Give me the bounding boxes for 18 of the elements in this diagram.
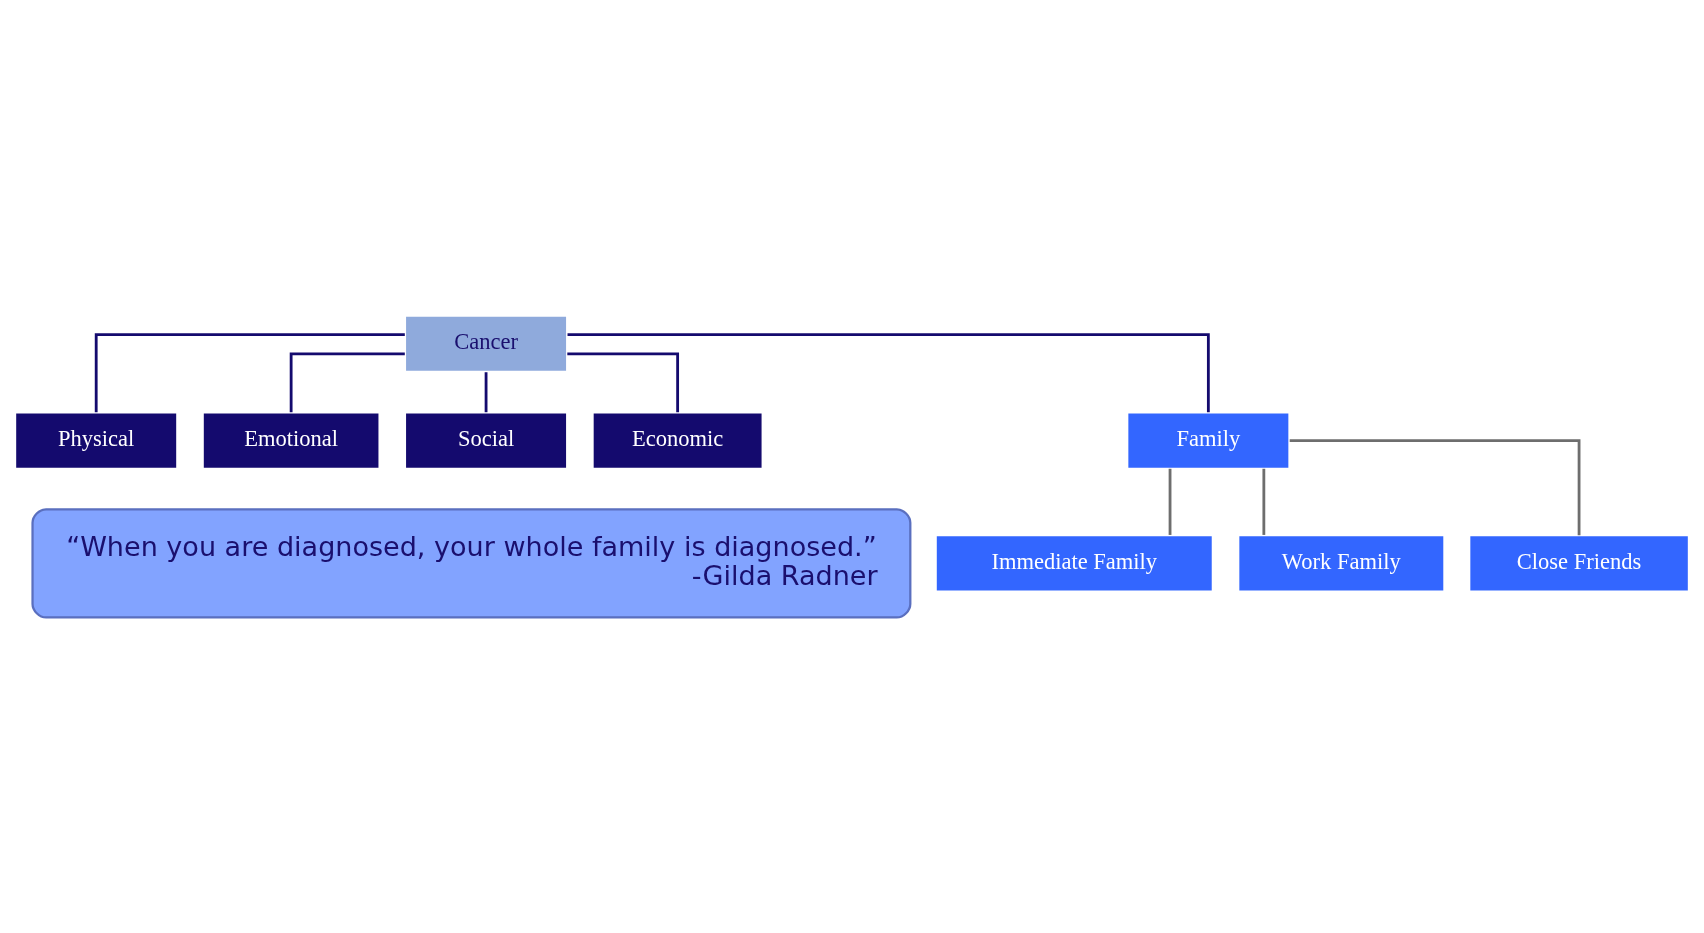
node-box: Emotional (201, 411, 381, 470)
node-box: Close Friends (1468, 534, 1691, 593)
node-box: Cancer (403, 314, 569, 373)
node-box: “When you are diagnosed, your whole family is diagnosed.” -Gilda Radner (31, 508, 912, 619)
node-box: Family (1126, 411, 1291, 470)
connector (1168, 468, 1172, 535)
connector (567, 333, 1210, 413)
connector (94, 333, 405, 413)
connector (1289, 439, 1581, 536)
connector (289, 352, 405, 413)
node-box: Economic (591, 411, 764, 470)
connector (567, 352, 680, 413)
node-box: Work Family (1237, 534, 1446, 593)
node-box: Physical (13, 411, 179, 470)
node-box: Immediate Family (934, 534, 1214, 593)
connector (484, 372, 488, 413)
node-box: Social (403, 411, 569, 470)
connector (1262, 468, 1266, 535)
